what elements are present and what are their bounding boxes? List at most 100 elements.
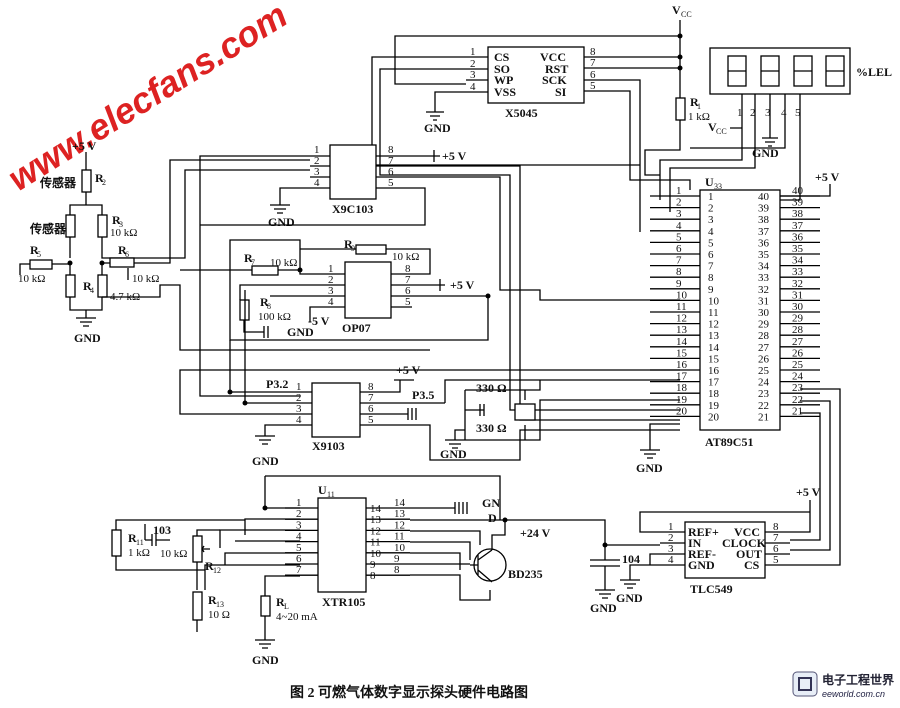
pin-number: 9 xyxy=(394,553,400,565)
pin-number-inner: 28 xyxy=(758,330,770,342)
svg-text:VSS: VSS xyxy=(494,85,516,99)
svg-text:5: 5 xyxy=(773,554,779,566)
gnd-label: GND xyxy=(590,601,617,615)
junction xyxy=(677,65,683,71)
resistor-r1: R 1 1 kΩ xyxy=(675,95,710,123)
pin-number: 7 xyxy=(296,564,302,576)
svg-text:10 kΩ: 10 kΩ xyxy=(18,273,45,285)
svg-text:3: 3 xyxy=(668,543,674,555)
svg-text:6: 6 xyxy=(368,403,374,415)
svg-text:WP: WP xyxy=(494,73,513,87)
svg-text:TLC549: TLC549 xyxy=(690,582,733,596)
svg-text:7: 7 xyxy=(773,532,779,544)
resistor-r11: R 11 1 kΩ xyxy=(111,529,150,559)
gnd-label: GND xyxy=(252,653,279,667)
pin-number-inner: 3 xyxy=(708,214,714,226)
svg-text:33: 33 xyxy=(714,182,722,191)
seven-segment-display: %LEL xyxy=(709,47,892,95)
pin-number: 2 xyxy=(676,197,682,209)
pin-number-inner: 35 xyxy=(758,249,770,261)
svg-text:5: 5 xyxy=(405,296,411,308)
svg-text:7: 7 xyxy=(368,392,374,404)
pin-number: 19 xyxy=(676,394,688,406)
svg-text:3: 3 xyxy=(470,69,476,81)
pin-number: 5 xyxy=(676,231,682,243)
power-plus5-adc: +5 V xyxy=(796,485,821,499)
svg-text:SCK: SCK xyxy=(542,73,567,87)
svg-text:7: 7 xyxy=(251,258,255,267)
svg-text:+5 V: +5 V xyxy=(72,139,97,153)
pin-number-inner: 23 xyxy=(758,388,770,400)
svg-text:VCC: VCC xyxy=(734,525,760,539)
pin-number: 11 xyxy=(394,531,405,543)
pin-number: 2 xyxy=(296,508,302,520)
pin-number-inner: 36 xyxy=(758,237,770,249)
svg-text:R: R xyxy=(118,243,127,257)
pin-number: 22 xyxy=(792,394,803,406)
svg-text:V: V xyxy=(672,3,681,17)
pin-number: 31 xyxy=(792,289,803,301)
svg-text:103: 103 xyxy=(153,523,171,537)
svg-text:8: 8 xyxy=(388,144,394,156)
junction xyxy=(227,389,233,395)
pin-number: 8 xyxy=(394,564,400,576)
svg-text:2: 2 xyxy=(102,178,106,187)
svg-text:10 kΩ: 10 kΩ xyxy=(110,227,137,239)
svg-text:12: 12 xyxy=(213,566,221,575)
svg-text:4: 4 xyxy=(668,554,674,566)
pin-number: 30 xyxy=(792,301,804,313)
gnd-d-label: GN D xyxy=(482,496,500,525)
resistor-rl: R L 4~20 mA xyxy=(260,595,318,623)
pin-number: 20 xyxy=(676,405,688,417)
pin-number: 33 xyxy=(792,266,804,278)
svg-text:10 kΩ: 10 kΩ xyxy=(392,251,419,263)
svg-text:8: 8 xyxy=(773,521,779,533)
svg-text:XTR105: XTR105 xyxy=(322,595,365,609)
gnd-label: GND xyxy=(752,146,779,160)
pin-number: 9 xyxy=(676,278,682,290)
resistor-r8: R 8 100 kΩ xyxy=(239,295,291,323)
pin-number-inner: 33 xyxy=(758,272,770,284)
pin-number-inner: 21 xyxy=(758,411,769,423)
pin-number: 8 xyxy=(676,266,682,278)
svg-text:%LEL: %LEL xyxy=(856,65,892,79)
pin-number-inner: 22 xyxy=(758,400,769,412)
pin-number: 7 xyxy=(676,255,682,267)
pin-number: 14 xyxy=(676,336,688,348)
pin-number-inner: 20 xyxy=(708,411,720,423)
pin-number-inner: 24 xyxy=(758,377,770,389)
pin-number: 12 xyxy=(676,313,687,325)
chip-op07: 1 2 3 4 8 7 6 5 OP07 xyxy=(328,261,412,335)
svg-text:SI: SI xyxy=(555,85,567,99)
pin-number: 16 xyxy=(676,359,688,371)
svg-text:R: R xyxy=(205,559,214,573)
pin-number-inner: 6 xyxy=(708,249,714,261)
junction xyxy=(67,260,73,266)
svg-text:R: R xyxy=(690,95,699,109)
gnd-label: GND xyxy=(268,215,295,229)
svg-text:CLOCK: CLOCK xyxy=(722,536,767,550)
sensor-label: 传感器 xyxy=(39,175,77,190)
pin-number-inner: 15 xyxy=(708,353,720,365)
pin-number: 37 xyxy=(792,220,804,232)
eeworld-logo: 电子工程世界 eeworld.com.cn xyxy=(792,671,894,699)
svg-text:GN: GN xyxy=(482,496,500,510)
pin-number-inner: 4 xyxy=(708,226,714,238)
svg-text:CS: CS xyxy=(744,558,760,572)
pin-number: 6 xyxy=(296,553,302,565)
resistor-r6: R 6 10 kΩ xyxy=(109,243,159,285)
svg-text:2: 2 xyxy=(296,392,302,404)
power-minus5: -5 V xyxy=(308,314,330,328)
power-plus5-x9c103: +5 V xyxy=(442,149,467,163)
junction xyxy=(297,267,303,273)
cap-104-value: 104 xyxy=(622,552,640,566)
svg-text:1: 1 xyxy=(296,381,302,393)
pin-number-inner: 27 xyxy=(758,342,770,354)
svg-text:1 kΩ: 1 kΩ xyxy=(128,547,150,559)
pin-number-inner: 40 xyxy=(758,191,770,203)
pin-number-inner: 12 xyxy=(370,525,381,537)
svg-text:VCC: VCC xyxy=(540,50,566,64)
chip-tlc549: 1 2 3 4 REF+ IN REF- GND VCC CLOCK OUT C… xyxy=(660,521,790,596)
